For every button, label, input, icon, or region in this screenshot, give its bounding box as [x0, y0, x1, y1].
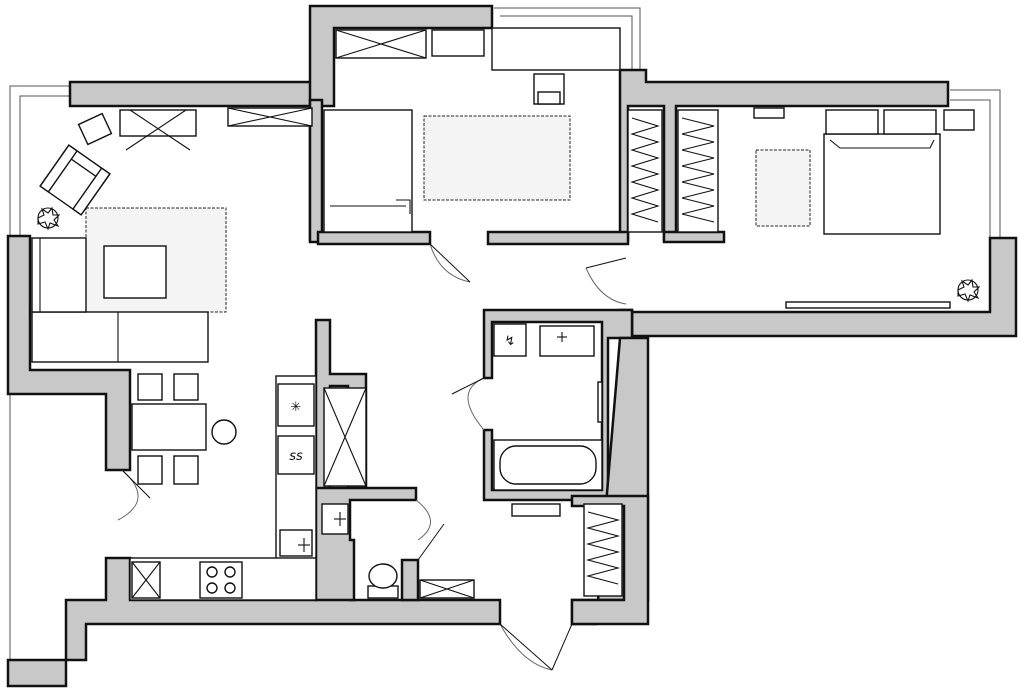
- svg-text:↯: ↯: [505, 334, 516, 349]
- toilet-icon: [367, 563, 399, 599]
- bathtub-icon: [493, 439, 603, 491]
- wall-bedroom1-bottom-right: [486, 230, 630, 246]
- nightstand: [943, 109, 975, 131]
- bedroom-2: [753, 107, 981, 309]
- armchair-icon: [39, 144, 111, 216]
- towel-rail: [597, 381, 603, 423]
- bedroom2-shelf: [753, 107, 785, 119]
- door-swing-icon: [117, 243, 627, 671]
- wall-bedroom-left-lower: [308, 98, 324, 244]
- wc: [321, 503, 475, 599]
- svg-text:ss: ss: [289, 449, 303, 464]
- bedroom1-rug: [423, 115, 571, 201]
- plant-icon: [957, 278, 981, 303]
- bedroom1-desk: [491, 27, 621, 71]
- plant-icon: [37, 206, 61, 231]
- wall-wc-right: [400, 558, 420, 602]
- bedroom-1: [323, 27, 621, 233]
- wardrobe-icon: [627, 109, 719, 233]
- dining-table-icon: [131, 373, 237, 485]
- sink-icon: [279, 529, 313, 557]
- walls: [6, 4, 1018, 688]
- hall-wardrobe: [583, 503, 623, 597]
- bedroom2-radiator: [785, 301, 951, 309]
- fridge: ✳: [277, 383, 315, 427]
- kitchen-pantry: [323, 387, 367, 487]
- shoe-cabinet: [419, 579, 475, 599]
- side-table: [77, 112, 113, 146]
- wall-bedroom1-bottom: [316, 230, 432, 246]
- tv-stand: [119, 109, 197, 151]
- dishwasher: ss: [277, 435, 315, 475]
- bedroom2-rug: [755, 149, 811, 227]
- bed-icon: [323, 109, 413, 233]
- window-glazing: [9, 7, 1001, 660]
- bathroom: ↯: [493, 323, 603, 491]
- coffee-table: [103, 245, 167, 299]
- bedroom1-chair-seat: [537, 91, 561, 105]
- window-radiator: [227, 107, 313, 127]
- kitchen: ✳ ss: [129, 375, 367, 601]
- bedroom1-dresser: [431, 29, 485, 57]
- stove-icon: [199, 561, 243, 599]
- kitchen-tall-cabinet: [131, 561, 161, 599]
- wall-closet-bottom: [662, 230, 726, 244]
- boiler: [493, 323, 527, 357]
- svg-text:✳: ✳: [291, 400, 302, 415]
- wall-left: [6, 234, 132, 472]
- sink-icon: [539, 325, 595, 357]
- hall-bench: [511, 503, 561, 517]
- wall-top-living: [68, 80, 320, 108]
- sink-icon: [321, 503, 349, 535]
- double-bed-icon: [823, 109, 941, 235]
- living-room: [31, 107, 313, 363]
- hallway: [511, 503, 623, 597]
- bedroom1-wardrobe: [335, 29, 427, 59]
- sofa-icon: [31, 237, 209, 363]
